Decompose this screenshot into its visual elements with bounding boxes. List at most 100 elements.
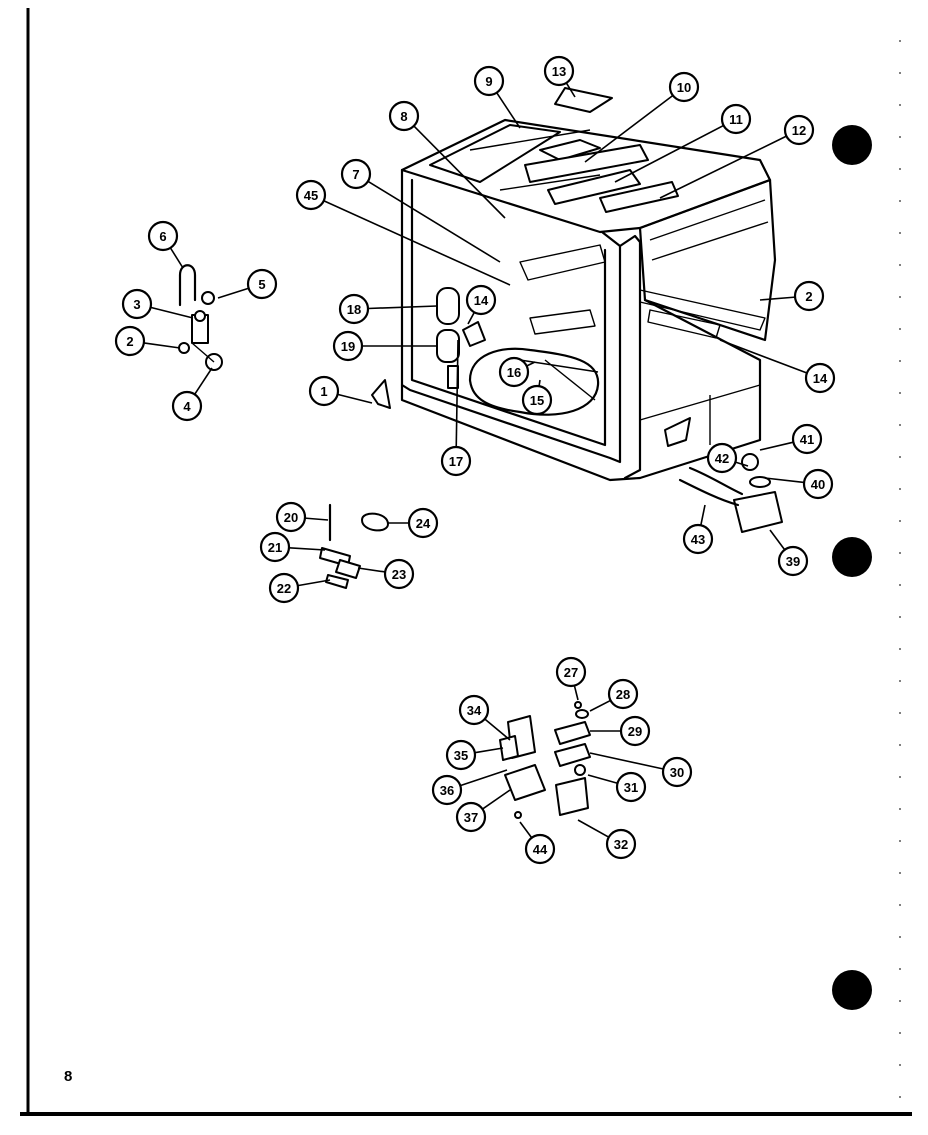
- callout-number: 40: [811, 477, 825, 492]
- leader-line-c37: [482, 789, 511, 810]
- callout-circle: [275, 501, 307, 533]
- callout-circle: [458, 694, 490, 726]
- nut-31: [574, 764, 586, 776]
- leader-line-c32: [577, 819, 610, 838]
- leader-line-c43: [700, 504, 706, 526]
- callout-circle: [246, 268, 278, 300]
- screw-27: [574, 701, 582, 709]
- leader-line-c39: [769, 529, 786, 551]
- callout-c45: 45: [295, 179, 327, 211]
- callout-circle: [455, 801, 487, 833]
- leader-line-c6: [169, 247, 184, 269]
- relay-37: [504, 764, 546, 801]
- page-border: [20, 8, 912, 1116]
- callout-c3: 3: [121, 288, 153, 320]
- callout-number: 4: [183, 399, 191, 414]
- callout-circle: [793, 280, 825, 312]
- callout-circle: [498, 356, 530, 388]
- callout-c14a: 14: [465, 284, 497, 316]
- callout-circle: [121, 288, 153, 320]
- callout-c39: 39: [777, 545, 809, 577]
- callout-circle: [682, 523, 714, 555]
- callout-circle: [720, 103, 752, 135]
- drain-pump-39: [733, 491, 783, 533]
- callout-circle: [555, 656, 587, 688]
- callout-c2a: 2: [114, 325, 146, 357]
- callout-c27: 27: [555, 656, 587, 688]
- binder-hole-top: [832, 125, 872, 165]
- tube-6: [178, 264, 197, 307]
- callout-circle: [521, 384, 553, 416]
- callout-number: 3: [133, 297, 140, 312]
- drain-hose-loop: [468, 347, 600, 416]
- callout-c37: 37: [455, 801, 487, 833]
- bracket-32: [555, 777, 589, 816]
- page-number: 8: [64, 1068, 73, 1085]
- callout-circle: [668, 71, 700, 103]
- leader-line-c22: [297, 579, 331, 587]
- callout-number: 44: [533, 842, 548, 857]
- switch-23: [335, 559, 361, 579]
- callout-number: 45: [304, 188, 318, 203]
- leader-line-c28: [589, 699, 611, 712]
- leader-line-c41: [759, 441, 794, 451]
- callout-number: 36: [440, 783, 454, 798]
- leader-line-c2a: [143, 342, 181, 349]
- callout-c20: 20: [275, 501, 307, 533]
- binder-hole-middle: [832, 537, 872, 577]
- leader-line-c20: [304, 517, 329, 521]
- callout-c30: 30: [661, 756, 693, 788]
- callout-labels: 9131011128745653241814191161517214414240…: [114, 55, 836, 865]
- leader-line-c1: [337, 393, 373, 404]
- leader-line-c35: [474, 747, 504, 754]
- leader-line-c13: [565, 82, 576, 98]
- fitting-3: [194, 310, 206, 322]
- top-bracket-13: [554, 87, 613, 113]
- callout-circle: [804, 362, 836, 394]
- mount-35: [499, 735, 519, 761]
- bracket-14: [462, 321, 486, 347]
- callout-circle: [338, 293, 370, 325]
- callout-c24: 24: [407, 507, 439, 539]
- tub-base: [400, 298, 762, 482]
- capacitor-18: [436, 287, 460, 325]
- leader-line-c11: [614, 124, 724, 183]
- callout-c7: 7: [340, 158, 372, 190]
- callout-c17: 17: [440, 445, 472, 477]
- callout-number: 7: [352, 167, 359, 182]
- leader-line-c36: [460, 769, 508, 787]
- callout-c10: 10: [668, 71, 700, 103]
- callout-circle: [802, 468, 834, 500]
- callout-circle: [268, 572, 300, 604]
- callout-number: 13: [552, 64, 566, 79]
- callout-c9: 9: [473, 65, 505, 97]
- leader-line-c18: [367, 305, 438, 310]
- leader-line-c9: [496, 92, 521, 129]
- callout-c36: 36: [431, 774, 463, 806]
- bracket-22: [325, 574, 349, 589]
- callout-circle: [543, 55, 575, 87]
- callout-circle: [465, 284, 497, 316]
- plate-30: [554, 743, 591, 767]
- callout-c13: 13: [543, 55, 575, 87]
- callout-c42: 42: [706, 442, 738, 474]
- callout-number: 8: [400, 109, 407, 124]
- callout-c23: 23: [383, 558, 415, 590]
- binder-hole-bottom: [832, 970, 872, 1010]
- hose-43: [678, 478, 740, 507]
- callout-circle: [473, 65, 505, 97]
- callout-number: 31: [624, 780, 638, 795]
- callout-number: 32: [614, 837, 628, 852]
- leader-line-c14a: [467, 311, 476, 325]
- callout-number: 41: [800, 432, 814, 447]
- leader-line-c23: [357, 567, 386, 573]
- leader-line-c10: [584, 94, 674, 163]
- leader-line-c7: [367, 180, 501, 263]
- callout-c14b: 14: [804, 362, 836, 394]
- callout-number: 22: [277, 581, 291, 596]
- callout-c19: 19: [332, 330, 364, 362]
- leader-line-c3: [150, 306, 194, 319]
- callout-number: 14: [813, 371, 828, 386]
- callout-c32: 32: [605, 828, 637, 860]
